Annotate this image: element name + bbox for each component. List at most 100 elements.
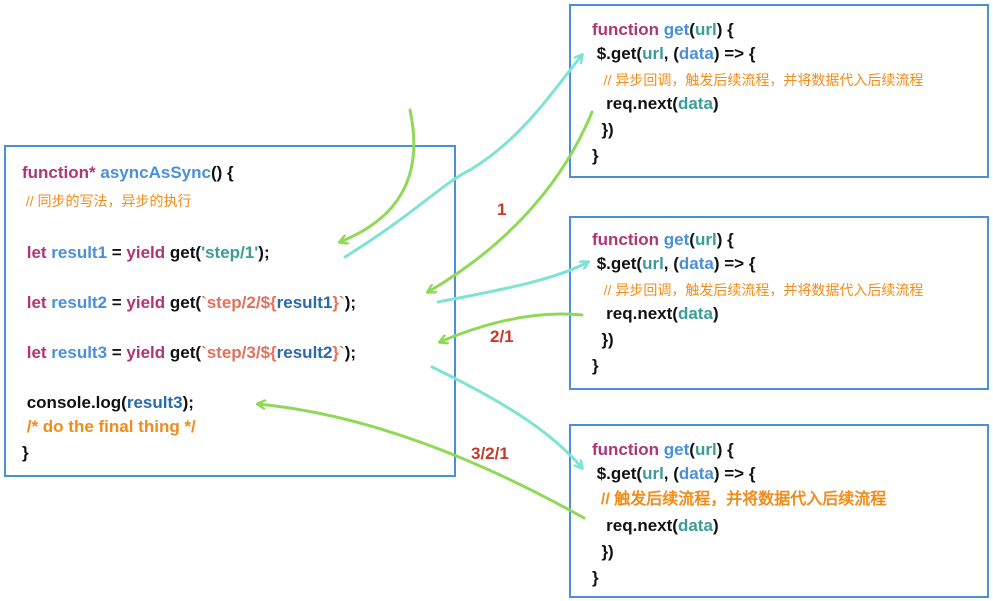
get-function-box-1: function get(url) { $.get(url, (data) =>…	[569, 4, 989, 178]
get-box-2-line-1: function get(url) {	[592, 230, 734, 250]
code-token: }	[592, 146, 599, 165]
code-token: $.get(	[592, 464, 643, 483]
code-token: `step/2/${	[201, 293, 277, 312]
code-token: }`	[332, 293, 345, 312]
code-token: url	[642, 464, 664, 483]
code-token: , (	[663, 254, 679, 273]
code-token: })	[592, 542, 614, 561]
code-token: (	[689, 230, 695, 249]
get-box-3-line-close: }	[592, 568, 599, 588]
code-token: result2	[276, 343, 333, 362]
code-token: function*	[22, 163, 96, 182]
step-label-2: 2/1	[490, 327, 514, 346]
get-box-2-line-next: req.next(data)	[592, 304, 719, 324]
code-token: // 异步回调，触发后续流程，并将数据代入后续流程	[592, 72, 924, 88]
code-token: ) => {	[713, 254, 756, 273]
get-box-1-line-1: function get(url) {	[592, 20, 734, 40]
code-token: asyncAsSync	[100, 163, 211, 182]
code-token: )	[712, 304, 719, 323]
green-arrow-icon	[340, 108, 416, 242]
code-token: (	[689, 440, 695, 459]
get-function-box-3: function get(url) { $.get(url, (data) =>…	[569, 424, 989, 598]
code-token: url	[694, 230, 717, 249]
code-token: }`	[332, 343, 345, 362]
code-token: })	[592, 330, 614, 349]
get-box-3-comment: // 触发后续流程，并将数据代入后续流程	[592, 490, 886, 510]
code-token: ) {	[716, 440, 734, 459]
code-token: req.next(	[592, 516, 678, 535]
generator-line-final-comment: /* do the final thing */	[22, 417, 196, 437]
green-arrow-icon	[258, 404, 586, 520]
code-token: )	[712, 94, 719, 113]
get-box-2-line-close: }	[592, 356, 599, 376]
cyan-arrow-icon	[343, 55, 582, 259]
code-token: (	[689, 20, 695, 39]
get-box-2-comment: // 异步回调，触发后续流程，并将数据代入后续流程	[592, 280, 924, 300]
code-token: url	[694, 440, 717, 459]
code-token: console.log(	[22, 393, 127, 412]
code-token: url	[694, 20, 717, 39]
code-token: result1	[51, 243, 108, 262]
code-token: url	[642, 44, 664, 63]
get-function-box-2: function get(url) { $.get(url, (data) =>…	[569, 216, 989, 390]
code-token: );	[344, 293, 357, 312]
get-box-1-line-close-callback: })	[592, 120, 613, 140]
get-box-3-line-1: function get(url) {	[592, 440, 734, 460]
code-token: ) {	[716, 230, 734, 249]
code-token: result2	[51, 293, 108, 312]
code-token: data	[678, 464, 714, 483]
green-arrow-icon	[428, 110, 594, 292]
code-token: function	[592, 440, 660, 459]
code-token: data	[677, 516, 713, 535]
generator-line-console-log: console.log(result3);	[22, 393, 194, 413]
code-token: result3	[51, 343, 108, 362]
code-token: result1	[276, 293, 333, 312]
code-token: data	[678, 44, 714, 63]
code-token: get(	[165, 243, 202, 262]
get-box-3-line-2: $.get(url, (data) => {	[592, 464, 756, 484]
get-box-3-line-next: req.next(data)	[592, 516, 719, 536]
code-token: );	[182, 393, 194, 412]
code-token: let	[22, 293, 52, 312]
code-token: ) => {	[713, 44, 756, 63]
code-token: // 同步的写法，异步的执行	[22, 193, 192, 209]
get-box-1-line-next: req.next(data)	[592, 94, 719, 114]
code-token: , (	[663, 44, 679, 63]
code-token: // 触发后续流程，并将数据代入后续流程	[592, 491, 887, 508]
code-token: ) => {	[713, 464, 756, 483]
code-token: }	[22, 443, 29, 462]
code-token: yield	[126, 343, 166, 362]
code-token: , (	[663, 464, 679, 483]
code-token: result3	[126, 393, 183, 412]
code-token: $.get(	[592, 254, 643, 273]
code-token: // 异步回调，触发后续流程，并将数据代入后续流程	[592, 282, 924, 298]
cyan-arrow-icon	[430, 365, 582, 468]
code-token: let	[22, 343, 52, 362]
code-token: let	[22, 243, 52, 262]
code-token: url	[642, 254, 664, 273]
generator-code-box: function* asyncAsSync() { // 同步的写法，异步的执行…	[4, 145, 456, 477]
code-token: );	[344, 343, 357, 362]
generator-line-result1: let result1 = yield get('step/1');	[22, 243, 270, 263]
code-token: )	[712, 516, 719, 535]
code-token: /* do the final thing */	[22, 417, 196, 436]
generator-line-1: function* asyncAsSync() {	[22, 163, 234, 183]
get-box-1-line-2: $.get(url, (data) => {	[592, 44, 756, 64]
code-token: =	[107, 243, 127, 262]
code-token: () {	[210, 163, 234, 182]
code-token: yield	[126, 243, 166, 262]
get-box-2-line-close-callback: })	[592, 330, 614, 350]
generator-line-result2: let result2 = yield get(`step/2/${result…	[22, 293, 356, 313]
code-token: }	[592, 356, 599, 375]
code-token: `step/3/${	[201, 343, 277, 362]
code-token: data	[677, 94, 713, 113]
code-token: yield	[126, 293, 166, 312]
green-arrow-icon	[440, 312, 584, 342]
code-token: function	[592, 20, 660, 39]
code-token: =	[107, 343, 127, 362]
get-box-1-line-close: }	[592, 146, 599, 166]
code-token: get(	[165, 293, 202, 312]
generator-line-close: }	[22, 443, 29, 463]
code-token: );	[258, 243, 270, 262]
